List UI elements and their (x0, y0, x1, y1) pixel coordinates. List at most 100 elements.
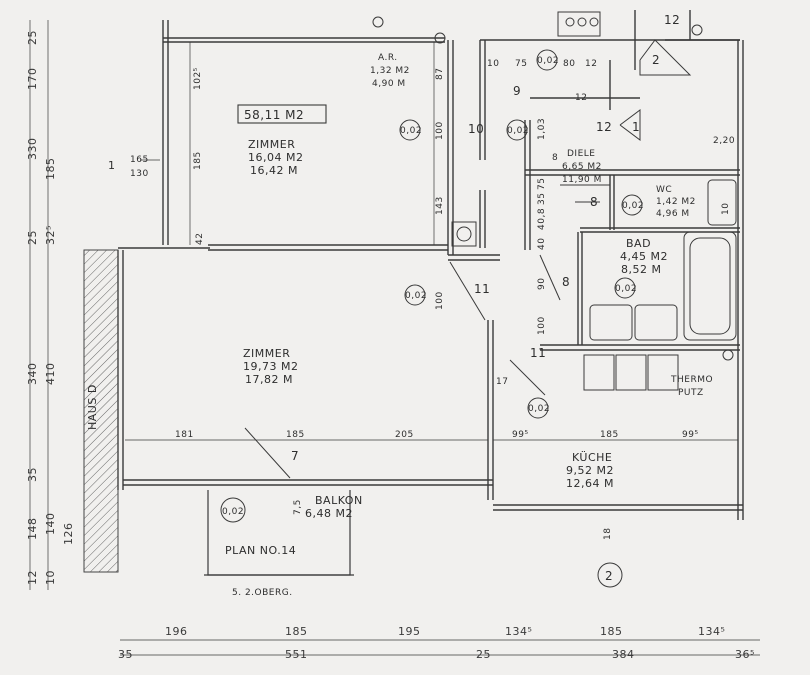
room-name: KÜCHE (572, 451, 612, 464)
dimension: 10 (487, 59, 499, 69)
room-number: 9 (513, 84, 521, 98)
room-perimeter: 16,42 M (250, 164, 298, 177)
dimension: 40 (537, 238, 547, 250)
dimension: 185 (286, 430, 305, 440)
dimension: 25 (26, 30, 39, 45)
dimension: 185 (600, 625, 623, 638)
balkon-outline (204, 490, 354, 576)
room-number: 1 (632, 120, 640, 134)
dimension: 551 (285, 648, 308, 661)
dimension: 100 (435, 121, 445, 140)
bathroom-fixtures (451, 11, 737, 391)
room-name: A.R. (378, 53, 398, 63)
door-height: 130 (130, 169, 149, 179)
circle-markers (220, 16, 734, 588)
dimension: 205 (395, 430, 414, 440)
bottom-dimension-row-2: 35 551 25 384 36⁵ (118, 648, 754, 661)
dimension: 185 (44, 158, 57, 181)
room-name: BALKON (315, 494, 363, 507)
code-label: 0,02 (537, 56, 559, 66)
code-label: 0,02 (622, 201, 644, 211)
dimension: 18 (603, 528, 613, 540)
dimension: 148 (26, 518, 39, 541)
left-dimension-column: 25 170 330 185 25 32⁵ 340 410 35 140 148… (26, 30, 75, 585)
room-perimeter: 8,52 M (621, 263, 661, 276)
dimension: 25 (476, 648, 491, 661)
plan-number-label: PLAN NO.14 (225, 544, 296, 557)
dimension: 8 (552, 153, 558, 163)
haus-label: HAUS D (86, 384, 99, 430)
room-wc: WC 1,42 M2 4,96 M (656, 185, 696, 219)
room-number: 11 (530, 346, 546, 360)
room-number: 7 (291, 449, 299, 463)
room-area: 9,52 M2 (566, 464, 614, 477)
dimension: 134⁵ (698, 625, 725, 638)
room-name: BAD (626, 237, 651, 250)
dimension: 42 (195, 233, 205, 245)
code-labels: 0,02 0,02 0,02 0,02 0,02 0,02 0,02 0,02 (222, 56, 644, 517)
dimension: 410 (44, 363, 57, 386)
walls (117, 10, 744, 520)
dimension: 40,8 (537, 208, 547, 230)
room-area: 4,45 M2 (620, 250, 668, 263)
dimension: 12 (575, 93, 587, 103)
dimension: 134⁵ (505, 625, 532, 638)
hatched-party-wall (83, 249, 119, 573)
door-width: 165 (130, 155, 149, 165)
room-number: 12 (596, 120, 612, 134)
room-name: ZIMMER (248, 138, 295, 151)
dimension: 99⁵ (682, 430, 699, 440)
dimension: 12 (26, 570, 39, 585)
dimension: 143 (435, 196, 445, 215)
dimension: 100 (537, 316, 547, 335)
dimension: 75 (515, 59, 527, 69)
dimension: 32⁵ (44, 225, 57, 245)
dimension: 17 (496, 377, 508, 387)
code-label: 0,02 (222, 507, 244, 517)
room-number: 2 (605, 569, 613, 583)
dimension: 181 (175, 430, 194, 440)
dimension: 195 (398, 625, 421, 638)
room-abstellraum: A.R. 1,32 M2 4,90 M (370, 53, 409, 89)
room-area: 19,73 M2 (243, 360, 298, 373)
room-number: 8 (590, 195, 598, 209)
room-area: 1,42 M2 (656, 197, 696, 207)
dimension: 126 (62, 523, 75, 546)
room-balkon: BALKON 6,48 M2 (305, 494, 363, 520)
floor-label: 5. 2.OBERG. (232, 588, 293, 598)
room-number: 8 (562, 275, 570, 289)
dimension: 35 (26, 467, 39, 482)
dimension: 384 (612, 648, 635, 661)
room-name: ZIMMER (243, 347, 290, 360)
dimension: 340 (26, 363, 39, 386)
dimension: 35 (537, 193, 547, 205)
room-bad: BAD 4,45 M2 8,52 M (620, 237, 668, 276)
dimension: 10 (44, 570, 57, 585)
door-swings (244, 39, 692, 479)
dimension: 185 (600, 430, 619, 440)
dimension: 140 (44, 513, 57, 536)
code-label: 0,02 (615, 284, 637, 294)
room-perimeter: 4,90 M (372, 79, 406, 89)
dimension: 35 (118, 648, 133, 661)
bottom-dimension-row-1: 196 185 195 134⁵ 185 134⁵ (165, 625, 725, 638)
code-label: 0,02 (400, 126, 422, 136)
total-area-label: 58,11 M2 (244, 108, 304, 122)
dimension: 80 (563, 59, 575, 69)
room-zimmer-upper: ZIMMER 16,04 M2 16,42 M (248, 138, 303, 177)
thermo-label: THERMO (670, 375, 713, 385)
putz-label: PUTZ (678, 388, 704, 398)
dimension: 196 (165, 625, 188, 638)
dimension: 2,20 (713, 136, 735, 146)
dimension: 102⁵ (193, 67, 203, 90)
door-mark: 1 165 130 (108, 155, 149, 179)
door-number: 1 (108, 159, 116, 172)
room-zimmer-main: ZIMMER 19,73 M2 17,82 M (243, 347, 298, 386)
code-label: 0,02 (528, 404, 550, 414)
room-name: DIELE (567, 149, 595, 159)
dimension: 99⁵ (512, 430, 529, 440)
room-number: 10 (468, 122, 484, 136)
room-number: 11 (474, 282, 490, 296)
